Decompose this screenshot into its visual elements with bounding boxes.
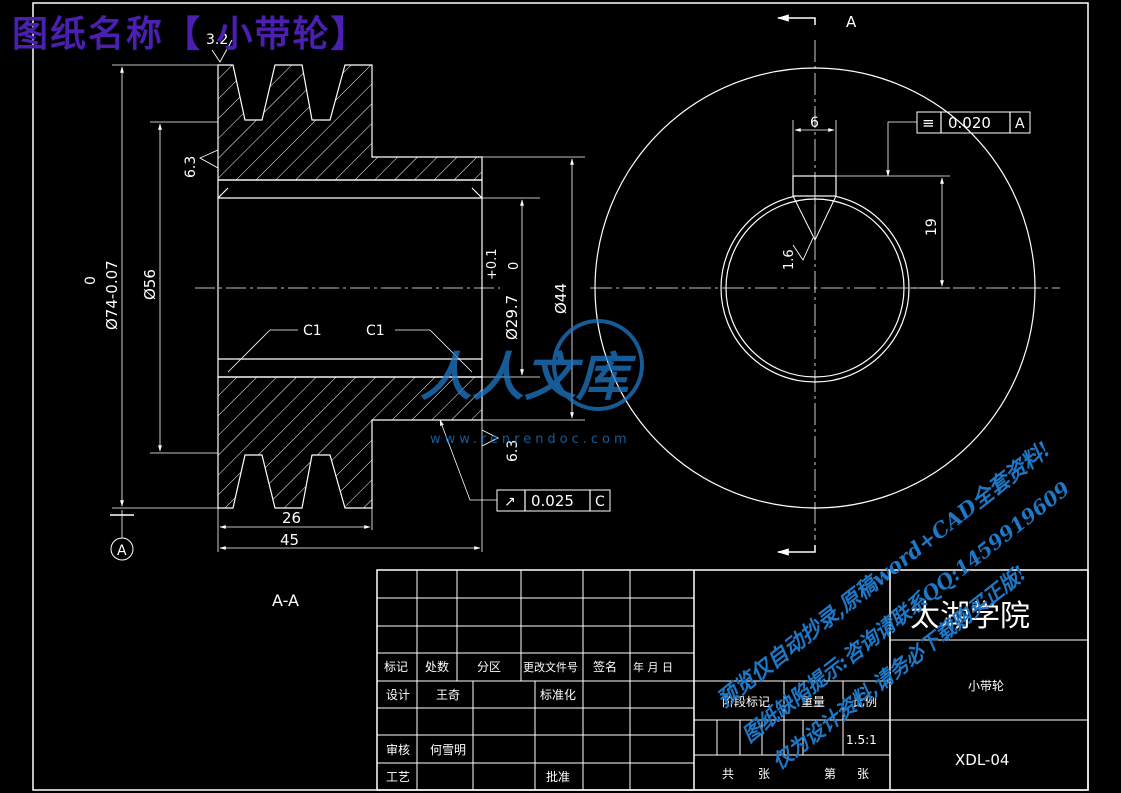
approve-label: 批准 — [546, 769, 570, 784]
page-unit: 张 — [857, 767, 869, 781]
page-label: 第 — [824, 767, 836, 781]
total-label: 共 — [722, 767, 734, 781]
runout-frame — [496, 489, 611, 512]
runout-symbol: ↗ — [504, 494, 516, 510]
sheets-unit: 张 — [758, 767, 770, 781]
weight-label: 重量 — [801, 695, 825, 709]
symmetry-frame — [916, 111, 1031, 134]
chamfer-left-label: C1 — [303, 323, 322, 339]
roughness-key: 1.6 — [782, 249, 797, 270]
roughness-side-label: 6.3 — [505, 440, 521, 462]
scale-label: 比例 — [853, 695, 877, 709]
upper-section-hatch — [217, 64, 483, 181]
scale-value: 1.5:1 — [846, 733, 877, 747]
dim-bore-text: Ø29.7 — [503, 295, 521, 340]
rev-header-0: 标记 — [384, 660, 408, 674]
check-label: 审核 — [386, 742, 410, 757]
chamfer-right-label: C1 — [366, 323, 385, 339]
designer-name: 王奇 — [436, 688, 460, 702]
stage-label: 阶段标记 — [722, 694, 770, 709]
dim-outer-text: Ø74-0.07 — [103, 260, 121, 330]
dim-key-width: 6 — [810, 115, 819, 131]
symmetry-datum: A — [1015, 116, 1025, 132]
drawing-number: XDL-04 — [955, 751, 1009, 769]
rev-header-1: 处数 — [425, 659, 449, 674]
rev-header-3: 更改文件号 — [523, 660, 578, 674]
title-block — [376, 569, 1089, 791]
process-label: 工艺 — [386, 770, 410, 784]
lower-section-hatch — [217, 376, 483, 509]
dim-outer-tol: 0 — [83, 276, 99, 285]
dim-bore-tol-up: +0.1 — [485, 248, 500, 280]
runout-datum: C — [595, 494, 605, 510]
section-view-label: A-A — [272, 591, 299, 610]
checker-name: 何雪明 — [430, 743, 466, 757]
section-view — [110, 39, 611, 561]
dim-groove-text: Ø56 — [141, 269, 159, 300]
school-name: 太湖学院 — [910, 599, 1030, 634]
rev-header-4: 签名 — [593, 659, 617, 674]
dim-26-text: 26 — [282, 509, 301, 527]
cut-label-top: A — [846, 13, 857, 31]
runout-value: 0.025 — [531, 492, 574, 510]
roughness-bore-label: 6.3 — [183, 156, 199, 178]
watermark-logo-text: 人人文库 — [420, 348, 637, 408]
part-name: 小带轮 — [968, 679, 1004, 693]
symmetry-value: 0.020 — [948, 114, 991, 132]
dim-hub-text: Ø44 — [552, 283, 570, 314]
watermark-url: www.renrendoc.com — [430, 432, 631, 447]
dim-key-depth: 19 — [924, 218, 940, 236]
watermark-logo: 人人文库 www.renrendoc.com — [420, 319, 644, 447]
rev-header-2: 分区 — [477, 660, 501, 674]
drawing-title-banner: 图纸名称【 小带轮】 — [12, 13, 369, 55]
rev-header-5: 年 月 日 — [633, 660, 673, 674]
standard-label: 标准化 — [540, 688, 576, 702]
design-label: 设计 — [386, 688, 410, 702]
roughness-top-label: 3.2 — [206, 32, 228, 48]
symmetry-symbol: ≡ — [922, 114, 935, 132]
side-view — [590, 14, 1060, 556]
dim-bore-tol-low: 0 — [507, 262, 522, 270]
keyway — [792, 175, 837, 197]
section-mark-letter: A — [117, 543, 127, 559]
dim-45-text: 45 — [280, 531, 299, 549]
